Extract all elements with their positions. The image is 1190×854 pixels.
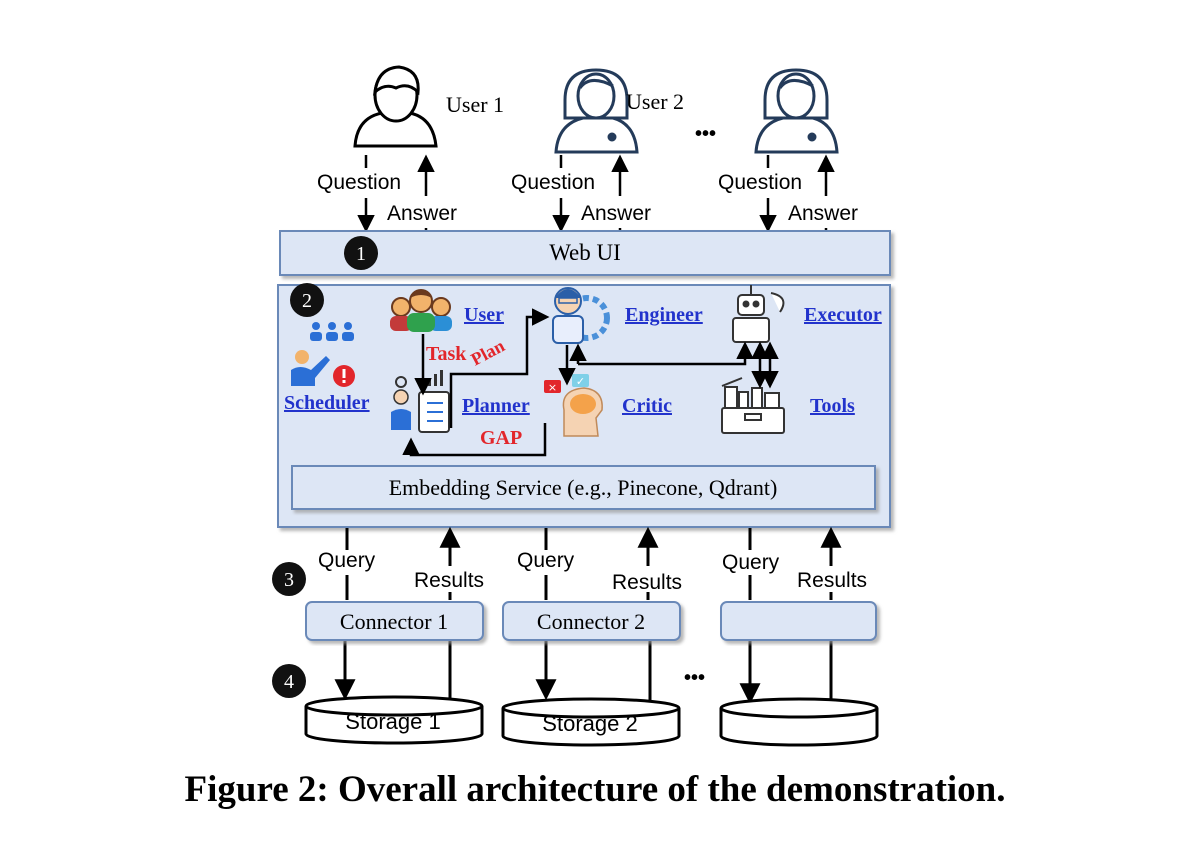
task-label: Task (426, 343, 467, 365)
user-1-avatar-icon (353, 65, 438, 148)
storage-ellipsis: ••• (684, 667, 705, 689)
answer-label-2: Answer (581, 202, 651, 225)
question-label-2: Question (511, 171, 595, 194)
user-agent-link[interactable]: User (464, 304, 504, 326)
engineer-icon (552, 287, 610, 344)
connector-2-box (502, 601, 681, 641)
web-ui-label: Web UI (549, 240, 621, 265)
storage-2-label: Storage 2 (542, 711, 637, 736)
scheduler-link[interactable]: Scheduler (284, 392, 370, 414)
question-label-3: Question (718, 171, 802, 194)
step-3-badge (272, 562, 306, 596)
figure-caption: Figure 2: Overall architecture of the de… (184, 769, 1006, 810)
svg-text:×: × (548, 381, 557, 394)
step-4-badge (272, 664, 306, 698)
scheduler-presenter-icon (291, 350, 355, 387)
user-3-avatar-icon (754, 68, 839, 154)
tools-link[interactable]: Tools (810, 395, 855, 417)
agent-flow-arrows (402, 308, 779, 457)
user-1-label: User 1 (446, 92, 504, 117)
user-2-avatar-icon (554, 68, 639, 154)
storage-2-cylinder-icon (501, 697, 681, 747)
storage-1-cylinder-icon (304, 695, 484, 745)
results-label-3: Results (797, 569, 867, 592)
answer-label-3: Answer (788, 202, 858, 225)
step-1-number: 1 (356, 243, 366, 265)
user-2-label: User 2 (626, 89, 684, 114)
team-icon (310, 322, 354, 341)
connector-1-box (305, 601, 484, 641)
query-label-2: Query (517, 549, 575, 572)
query-results-arrows (334, 526, 842, 705)
executor-link[interactable]: Executor (804, 304, 882, 326)
critic-link[interactable]: Critic (622, 395, 672, 417)
step-1-badge (344, 236, 378, 270)
embedding-service-box (291, 465, 876, 510)
question-label-1: Question (317, 171, 401, 194)
planner-icon (391, 370, 450, 433)
step-2-number: 2 (302, 290, 312, 312)
storage-1-label: Storage 1 (345, 709, 440, 734)
storage-3-cylinder-icon (719, 697, 879, 747)
critic-brain-icon: × ✓ (544, 374, 603, 437)
web-ui-box (279, 230, 891, 276)
gap-label: GAP (480, 427, 522, 449)
query-label-3: Query (722, 551, 780, 574)
results-label-1: Results (414, 569, 484, 592)
connector-2-label: Connector 2 (537, 609, 645, 634)
step-4-number: 4 (284, 671, 294, 693)
embedding-service-label: Embedding Service (e.g., Pinecone, Qdran… (389, 475, 778, 500)
answer-label-1: Answer (387, 202, 457, 225)
tools-toolbox-icon (721, 377, 785, 434)
results-label-2: Results (612, 571, 682, 594)
engineer-link[interactable]: Engineer (625, 304, 703, 326)
connector-3-box (720, 601, 877, 641)
svg-text:✓: ✓ (576, 375, 585, 388)
query-label-1: Query (318, 549, 376, 572)
planner-link[interactable]: Planner (462, 395, 530, 417)
step-3-number: 3 (284, 569, 294, 591)
connector-1-label: Connector 1 (340, 609, 448, 634)
step-2-badge (290, 283, 324, 317)
user-group-icon (390, 289, 452, 332)
executor-robot-icon (732, 285, 785, 343)
users-ellipsis: ••• (695, 123, 716, 145)
